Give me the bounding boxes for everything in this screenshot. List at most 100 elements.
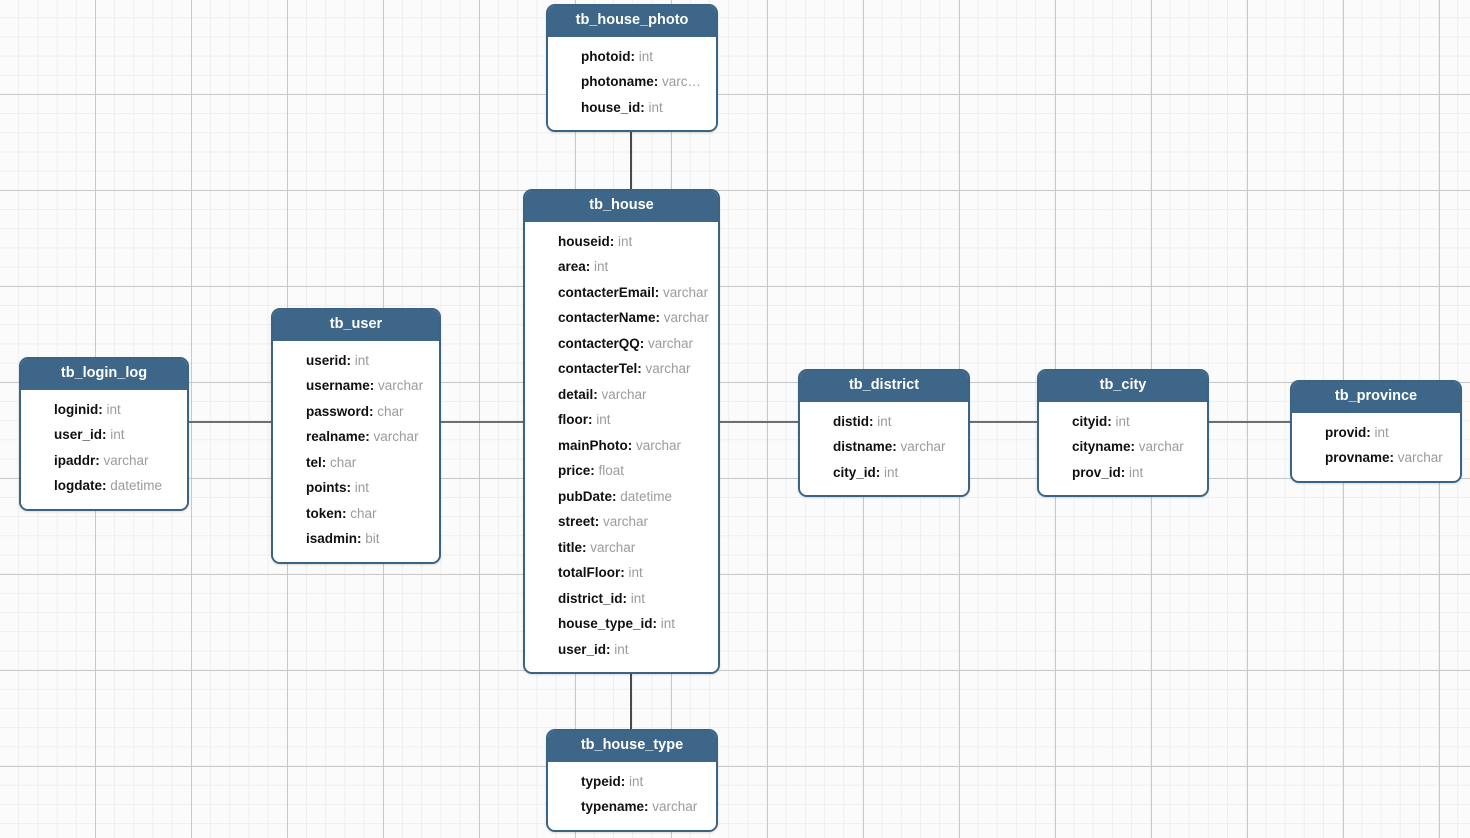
field-separator: : (342, 505, 351, 521)
field-name: loginid (54, 401, 99, 417)
field-row[interactable]: user_id: int (21, 422, 187, 448)
field-name: contacterQQ (558, 335, 640, 351)
field-type: varchar (663, 284, 709, 300)
field-row[interactable]: realname: varchar (273, 424, 439, 450)
field-separator: : (609, 233, 619, 249)
field-name: title (558, 539, 583, 555)
field-name: totalFloor (558, 565, 621, 581)
field-name: prov_id (1072, 464, 1121, 480)
field-row[interactable]: contacterTel: varchar (525, 356, 718, 382)
field-row[interactable]: house_type_id: int (525, 611, 718, 637)
field-row[interactable]: street: varchar (525, 509, 718, 535)
field-name: cityid (1072, 413, 1108, 429)
field-type: bit (365, 531, 380, 547)
field-type: int (106, 401, 121, 417)
connector-city-to-province[interactable] (1209, 421, 1290, 423)
field-name: typename (581, 799, 645, 815)
field-row[interactable]: contacterQQ: varchar (525, 331, 718, 357)
field-row[interactable]: photoid: int (548, 44, 716, 70)
field-row[interactable]: district_id: int (525, 586, 718, 612)
field-row[interactable]: typeid: int (548, 769, 716, 795)
entity-title-tb_house_photo: tb_house_photo (548, 6, 716, 37)
field-row[interactable]: distid: int (800, 409, 968, 435)
field-row[interactable]: username: varchar (273, 373, 439, 399)
field-type: int (648, 99, 663, 115)
field-row[interactable]: house_id: int (548, 95, 716, 121)
field-row[interactable]: cityname: varchar (1039, 434, 1207, 460)
connector-user-to-house[interactable] (441, 421, 523, 423)
field-type: int (638, 48, 653, 64)
connector-house-to-district[interactable] (720, 421, 798, 423)
field-row[interactable]: password: char (273, 399, 439, 425)
field-row[interactable]: prov_id: int (1039, 460, 1207, 486)
field-row[interactable]: typename: varchar (548, 794, 716, 820)
field-separator: : (585, 259, 595, 275)
field-type: varchar (636, 437, 682, 453)
field-row[interactable]: tel: char (273, 450, 439, 476)
field-row[interactable]: distname: varchar (800, 434, 968, 460)
field-type: datetime (110, 478, 163, 494)
field-row[interactable]: detail: varchar (525, 382, 718, 408)
field-row[interactable]: cityid: int (1039, 409, 1207, 435)
field-separator: : (640, 99, 649, 115)
field-row[interactable]: token: char (273, 501, 439, 527)
field-row[interactable]: price: float (525, 458, 718, 484)
field-type: varchar (373, 429, 419, 445)
field-separator: : (321, 454, 331, 470)
entity-title-tb_user: tb_user (273, 310, 439, 341)
field-row[interactable]: houseid: int (525, 229, 718, 255)
field-row[interactable]: totalFloor: int (525, 560, 718, 586)
connector-district-to-city[interactable] (970, 421, 1037, 423)
field-type: varchar (378, 378, 424, 394)
field-row[interactable]: userid: int (273, 348, 439, 374)
field-type: int (354, 352, 370, 368)
field-type: int (354, 480, 370, 496)
field-name: house_id (581, 99, 641, 115)
field-row[interactable]: contacterName: varchar (525, 305, 718, 331)
field-row[interactable]: provname: varchar (1292, 445, 1460, 471)
field-row[interactable]: logdate: datetime (21, 473, 187, 499)
field-type: varchar (601, 386, 647, 402)
field-row[interactable]: area: int (525, 254, 718, 280)
field-name: typeid (581, 773, 621, 789)
field-row[interactable]: city_id: int (800, 460, 968, 486)
field-type: char (330, 454, 357, 470)
field-row[interactable]: contacterEmail: varchar (525, 280, 718, 306)
field-row[interactable]: title: varchar (525, 535, 718, 561)
connector-house_photo-to-house[interactable] (630, 131, 632, 190)
field-type: varchar (648, 335, 694, 351)
field-row[interactable]: loginid: int (21, 397, 187, 423)
field-name: detail (558, 386, 594, 402)
field-row[interactable]: user_id: int (525, 637, 718, 663)
field-name: realname (306, 429, 366, 445)
field-row[interactable]: mainPhoto: varchar (525, 433, 718, 459)
field-type: varchar (1397, 450, 1443, 466)
field-name: houseid (558, 233, 610, 249)
field-name: contacterTel (558, 361, 638, 377)
connector-house-to-house_type[interactable] (630, 665, 632, 729)
field-row[interactable]: points: int (273, 475, 439, 501)
field-name: isadmin (306, 531, 358, 547)
field-row[interactable]: provid: int (1292, 420, 1460, 446)
field-row[interactable]: photoname: varc… (548, 69, 716, 95)
field-type: varchar (590, 539, 636, 555)
field-row[interactable]: pubDate: datetime (525, 484, 718, 510)
field-row[interactable]: floor: int (525, 407, 718, 433)
field-row[interactable]: isadmin: bit (273, 526, 439, 552)
entity-title-tb_district: tb_district (800, 371, 968, 402)
field-type: int (618, 233, 633, 249)
field-row[interactable]: ipaddr: varchar (21, 448, 187, 474)
field-type: char (350, 505, 377, 521)
connector-login_log-to-user[interactable] (189, 421, 271, 423)
